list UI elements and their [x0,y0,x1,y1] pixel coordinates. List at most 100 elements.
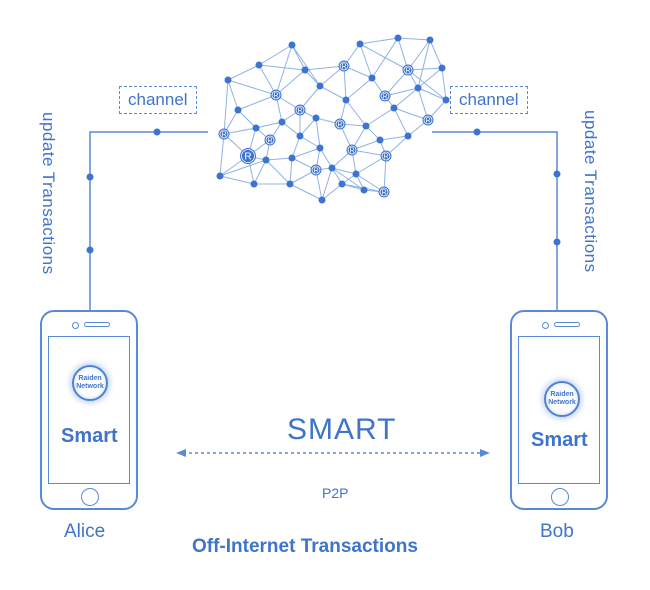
network-node [255,61,263,69]
network-node [338,180,346,188]
network-node [390,104,398,112]
svg-text:R: R [244,152,251,163]
network-edge [219,175,255,185]
network-edge [397,37,431,41]
network-edge [343,65,347,101]
phone-camera [542,322,549,329]
network-edge [255,121,283,129]
left-line-dot [86,246,94,254]
network-edge [219,133,225,177]
right-connection-line [432,131,558,310]
network-node [288,154,296,162]
network-node [316,144,324,152]
network-edge [355,173,385,193]
phone-speaker [554,322,580,327]
network-edge [383,155,387,193]
raiden-network-logo: Raiden Network [72,365,108,401]
network-edge [371,37,399,79]
network-node-badge: R [240,148,256,164]
network-node-badge: R [310,164,322,176]
network-edge [384,69,409,97]
network-node-badge: R [218,128,230,140]
logo-text-line1: Raiden [78,375,102,382]
network-node [286,180,294,188]
network-edge [291,44,306,71]
network-edge [223,79,229,135]
bob-phone: Raiden Network Smart [510,310,608,510]
network-node [252,124,260,132]
svg-text:R: R [313,168,318,175]
right-line-dot [553,238,561,246]
network-edge [265,157,293,161]
network-node-badge: R [379,90,391,102]
network-edge [355,155,387,175]
network-edge [384,87,419,97]
network-node [262,156,270,164]
network-node-badge: R [270,89,282,101]
network-node [404,132,412,140]
network-edge [359,43,409,71]
network-node [414,84,422,92]
network-node [426,36,434,44]
svg-text:R: R [381,190,386,197]
network-node-badge: R [380,150,392,162]
network-edge [291,147,321,159]
network-node [360,186,368,194]
network-node [342,96,350,104]
network-edge [345,99,367,127]
network-edge [275,69,306,96]
network-edge [331,167,365,191]
network-edge [331,167,357,175]
left-connection-line [89,131,208,310]
update-transactions-left: update Transactions [39,112,58,275]
network-edge [359,37,399,45]
logo-text-line2: Network [548,399,576,406]
alice-phone: Raiden Network Smart [40,310,138,510]
alice-label: Alice [64,521,106,542]
svg-text:R: R [273,93,278,100]
network-node [368,74,376,82]
right-line-dot [473,128,481,136]
network-edge [319,147,333,169]
smart-center-label: SMART [287,413,397,446]
network-edge [253,159,267,185]
right-line-dot [553,170,561,178]
svg-text:R: R [425,118,430,125]
network-edge [304,69,321,87]
app-name: Smart [531,429,588,451]
network-node-badge: R [338,60,350,72]
network-edge [393,107,409,137]
network-node [352,170,360,178]
network-node [376,136,384,144]
network-edge [393,87,419,109]
network-node-badge: R [334,118,346,130]
network-edge [299,135,321,149]
left-line-dot [86,173,94,181]
p2p-arrow-right-head [480,449,490,457]
svg-text:R: R [383,154,388,161]
network-node [362,122,370,130]
network-edge [407,69,447,101]
svg-text:R: R [297,108,302,115]
svg-text:R: R [337,122,342,129]
network-edge [365,107,395,127]
phone-speaker [84,322,110,327]
svg-text:R: R [349,148,354,155]
phone-home-button [81,488,99,506]
network-edge [407,39,431,71]
network-node [442,96,450,104]
network-edge [407,67,443,71]
network-node [301,66,309,74]
footer-title: Off-Internet Transactions [192,536,418,557]
network-edge [417,87,429,121]
network-edge [304,65,345,71]
network-edge [359,43,373,79]
network-node [316,82,324,90]
network-edge [351,149,387,157]
network-edge [441,67,447,101]
svg-text:R: R [405,68,410,75]
network-edge [237,94,277,111]
